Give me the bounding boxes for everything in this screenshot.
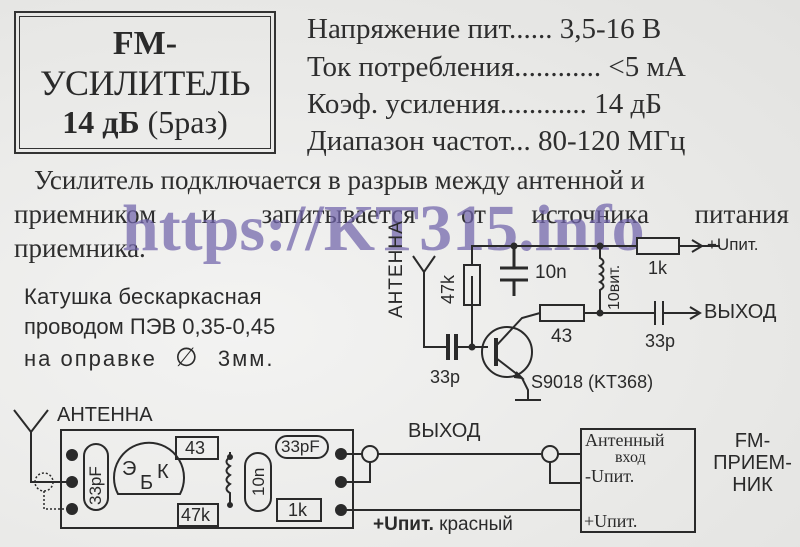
board-output-label: ВЫХОД (408, 420, 481, 442)
watermark: https://KT315.info (122, 192, 645, 265)
board-r-supply-label: 1k (288, 500, 308, 520)
coil-icon (597, 246, 605, 313)
gain-times: (5раз) (147, 104, 228, 140)
pin-e: Э (122, 458, 137, 480)
spec-current: Ток потребления............ <5 мА (307, 51, 686, 84)
spec-value: <5 мА (608, 51, 686, 83)
spec-gain: Коэф. усиления............ 14 дБ (307, 88, 662, 121)
supply-wire-color: красный (439, 514, 513, 535)
schematic-antenna-label: АНТЕННА (386, 220, 407, 318)
antenna-icon (412, 255, 448, 348)
receiver-plus-supply: +Uпит. (584, 511, 638, 531)
description: Усилитель подключается в разрыв между ан… (14, 163, 789, 265)
board-antenna-icon (13, 409, 72, 483)
coil-note-line-2: проводом ПЭВ 0,35-0,45 (24, 314, 276, 339)
board-c-bypass-label: 10n (249, 467, 268, 496)
diameter-icon: ∅ (175, 342, 200, 372)
receiver-antenna-input: Антенный вход -Uпит. (585, 431, 664, 485)
pcb-outline (60, 429, 354, 529)
resistor-43-icon (539, 304, 585, 322)
schematic-c-output-label: 33p (645, 331, 676, 351)
coil-note-suffix: 3мм. (217, 346, 275, 371)
receiver-label-1: FM- (734, 430, 771, 452)
spec-voltage: Напряжение пит...... 3,5-16 В (307, 13, 661, 46)
schematic-c-bypass-label: 10n (535, 262, 567, 283)
spec-label: Напряжение пит...... (307, 13, 553, 45)
gain-db: 14 дБ (62, 104, 140, 140)
title-box: FM- УСИЛИТЕЛЬ 14 дБ (5раз) (14, 11, 276, 154)
board-r-collector-label: 43 (185, 438, 206, 458)
schematic-r-bias-label: 47k (438, 274, 458, 304)
coil-note-prefix: на оправке (24, 346, 157, 371)
description-line-1: Усилитель подключается в разрыв между ан… (34, 165, 645, 195)
word: питания (694, 199, 789, 229)
spec-label: Ток потребления............ (307, 51, 602, 83)
spec-label: Диапазон частот... (307, 125, 531, 157)
description-line-2: приемником и запитывается от источника п… (14, 197, 789, 231)
supply-wire-label: +Uпит. красный (373, 514, 513, 536)
word: от (460, 199, 486, 229)
schematic-diagram (412, 237, 720, 401)
spec-value: 3,5-16 В (559, 13, 662, 45)
title-line-1: FM- (112, 25, 178, 62)
title-line-3: 14 дБ (5раз) (16, 103, 274, 141)
schematic-r-supply-label: 1k (648, 258, 668, 278)
description-line-3: приемника. (14, 233, 146, 263)
coil-note: Катушка бескаркасная проводом ПЭВ 0,35-0… (24, 282, 275, 374)
resistor-1k-icon (636, 237, 680, 255)
board-r-bias-label: 47k (181, 505, 211, 525)
receiver-line-2: вход (615, 449, 646, 466)
board-c-input-label: 33pF (86, 466, 105, 505)
receiver-box (580, 428, 696, 533)
pin-k: К (157, 461, 169, 483)
capacitor-10n-icon (500, 246, 528, 296)
spec-value: 14 дБ (594, 88, 662, 120)
word: и (201, 199, 217, 229)
schematic-coil-label: 10вит. (606, 264, 623, 310)
coil-note-line-1: Катушка бескаркасная (24, 284, 262, 309)
word: приемником (14, 199, 157, 229)
title-line-2: УСИЛИТЕЛЬ (39, 63, 251, 103)
pin-b: Б (140, 472, 154, 494)
spec-value: 80-120 МГц (537, 125, 686, 157)
coil-note-line-3: на оправке ∅ 3мм. (24, 342, 275, 374)
schematic-c-input-label: 33p (430, 367, 461, 387)
receiver-line-1: Антенный (585, 430, 665, 450)
schematic-supply-label: +Uпит. (707, 235, 759, 254)
spec-label: Коэф. усиления............ (307, 88, 587, 120)
word: запитывается (261, 199, 416, 229)
board-c-output-label: 33pF (281, 437, 320, 456)
schematic-output-label: ВЫХОД (704, 301, 777, 323)
transistor-icon (481, 326, 533, 378)
spec-frequency: Диапазон частот... 80-120 МГц (307, 125, 685, 158)
word: источника (531, 199, 650, 229)
board-antenna-label: АНТЕННА (57, 404, 153, 426)
receiver-label-2: ПРИЕМ- (713, 452, 792, 474)
supply-wire-name: +Uпит. (373, 514, 434, 535)
board-diagram (13, 409, 696, 533)
receiver-label: FM- ПРИЕМ- НИК (705, 430, 800, 496)
receiver-label-3: НИК (732, 474, 773, 496)
schematic-transistor-label: S9018 (KT368) (531, 372, 654, 392)
receiver-line-3: -Uпит. (585, 466, 635, 486)
schematic-r-collector-label: 43 (551, 326, 573, 347)
